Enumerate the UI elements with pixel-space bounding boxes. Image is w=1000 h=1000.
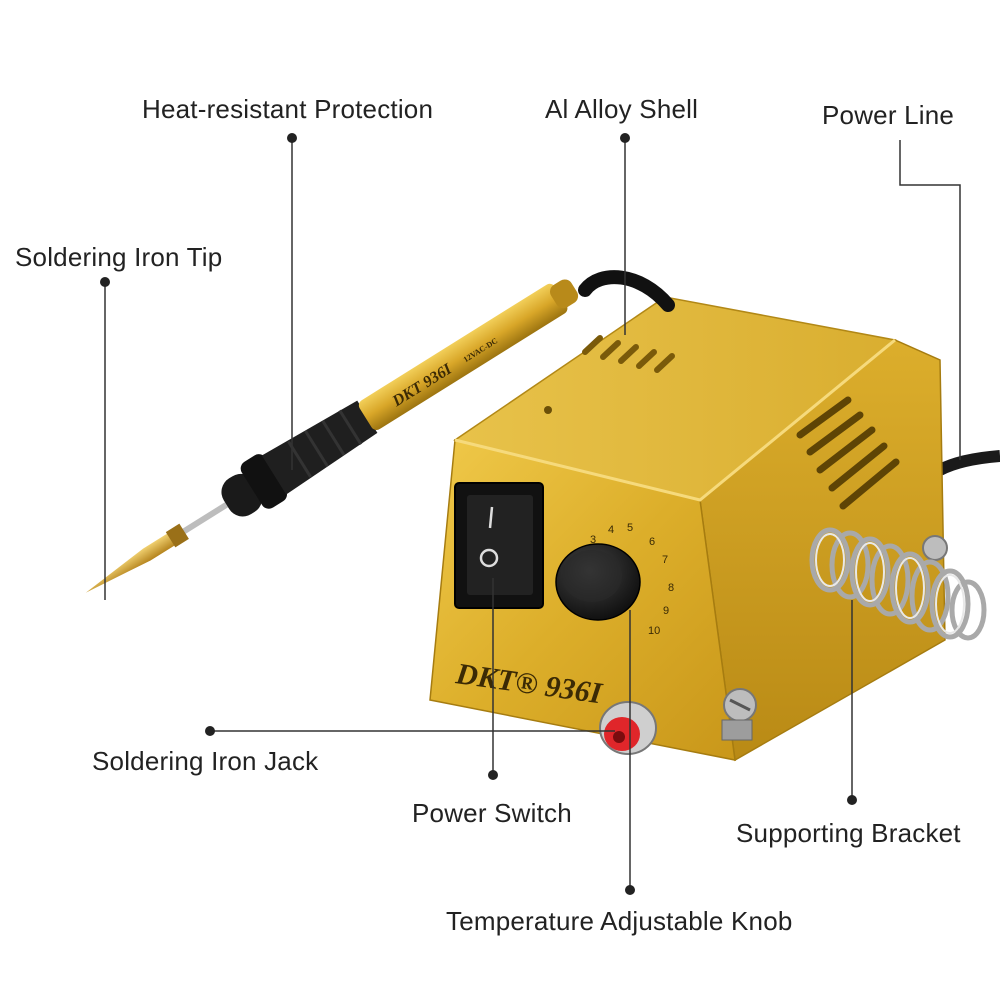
dial-number-10: 10 (648, 625, 660, 637)
power-cable (937, 450, 1000, 476)
coil-bracket (809, 527, 987, 641)
dial-number-8: 8 (668, 582, 674, 594)
side-vents (796, 396, 900, 510)
coil-highlight (815, 533, 965, 634)
label-power-line: Power Line (822, 100, 955, 130)
leader-lines (104, 138, 961, 888)
dial-number-5: 5 (627, 522, 633, 534)
dial-number-9: 9 (663, 605, 669, 617)
dial-number-3: 3 (590, 534, 596, 546)
label-power-switch: Power Switch (412, 798, 572, 828)
iron-labels: DKT 936I 12VAC-DC (389, 336, 500, 411)
soldering-iron (85, 279, 579, 593)
leader-dots (100, 133, 857, 895)
label-soldering-iron-jack: Soldering Iron Jack (92, 746, 319, 776)
dial-number-7: 7 (662, 554, 668, 566)
label-al-alloy-shell: Al Alloy Shell (545, 94, 699, 124)
dial-number-6: 6 (649, 536, 655, 548)
knob-dial-numbers: 3 4 5 6 7 8 9 10 (590, 522, 674, 637)
label-heat-resistant-protection: Heat-resistant Protection (142, 94, 434, 124)
iron-cable (578, 270, 675, 312)
label-supporting-bracket: Supporting Bracket (736, 818, 961, 848)
side-screw (721, 688, 757, 741)
rocker-switch (454, 482, 544, 609)
label-soldering-iron-tip: Soldering Iron Tip (15, 242, 223, 272)
top-vents (582, 335, 675, 373)
temperature-knob (555, 543, 641, 621)
bracket-screw (922, 535, 948, 561)
label-temperature-adjustable-knob: Temperature Adjustable Knob (446, 906, 793, 936)
iron-jack (599, 701, 657, 755)
dial-number-4: 4 (608, 524, 614, 536)
